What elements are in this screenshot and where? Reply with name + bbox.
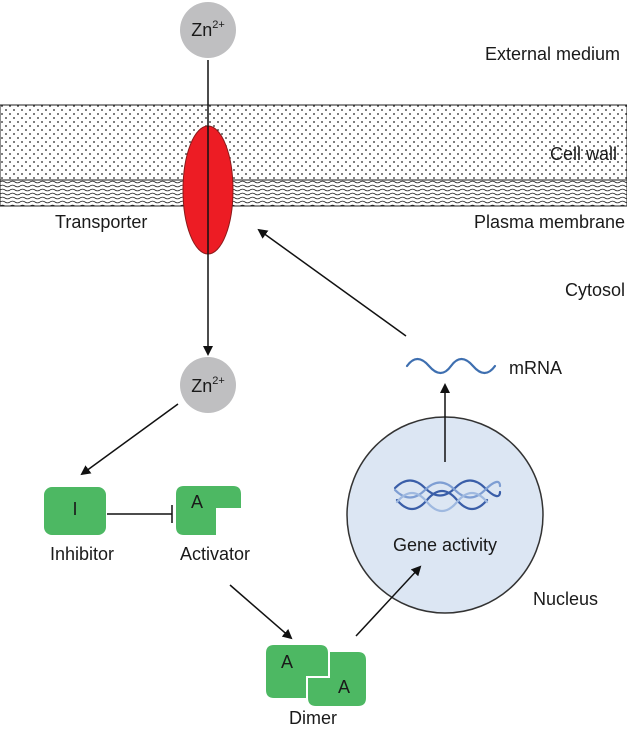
transporter-label: Transporter <box>55 212 147 232</box>
inhibitor-protein <box>44 487 106 535</box>
cytosol-label: Cytosol <box>565 280 625 300</box>
external-medium-label: External medium <box>485 44 620 64</box>
zn-ion-external-label: Zn2+ <box>191 19 225 40</box>
dimer-protein-b <box>308 652 366 706</box>
zn-ion-external <box>180 2 236 58</box>
zn-ion-cytosol <box>180 357 236 413</box>
activator-label: Activator <box>180 544 250 564</box>
zn-ion-cytosol-label: Zn2+ <box>191 375 225 396</box>
dimer-letter-b: A <box>338 677 350 697</box>
activator-to-dimer-arrow <box>229 584 293 640</box>
zn-to-inhibitor-arrow <box>80 403 179 476</box>
cell-wall-layer <box>0 104 627 181</box>
dimer-letter-a: A <box>281 652 293 672</box>
dimer-protein-a <box>266 645 328 698</box>
dimer-label: Dimer <box>289 708 337 728</box>
inhibitor-label: Inhibitor <box>50 544 114 564</box>
mrna-strand-icon <box>405 357 497 375</box>
dna-helix-icon <box>393 479 502 513</box>
dimer-to-gene-arrow <box>355 565 422 637</box>
nucleus-label: Nucleus <box>533 589 598 609</box>
mrna-label: mRNA <box>509 358 562 378</box>
cell-wall-label: Cell wall <box>550 144 617 164</box>
plasma-membrane-label: Plasma membrane <box>474 212 625 232</box>
activator-protein <box>176 486 241 535</box>
plasma-membrane-layer <box>0 179 627 207</box>
gene-activity-label: Gene activity <box>393 535 497 555</box>
mrna-to-transporter-arrow <box>257 228 407 337</box>
inhibitor-letter: I <box>72 499 77 519</box>
activator-letter: A <box>191 492 203 512</box>
